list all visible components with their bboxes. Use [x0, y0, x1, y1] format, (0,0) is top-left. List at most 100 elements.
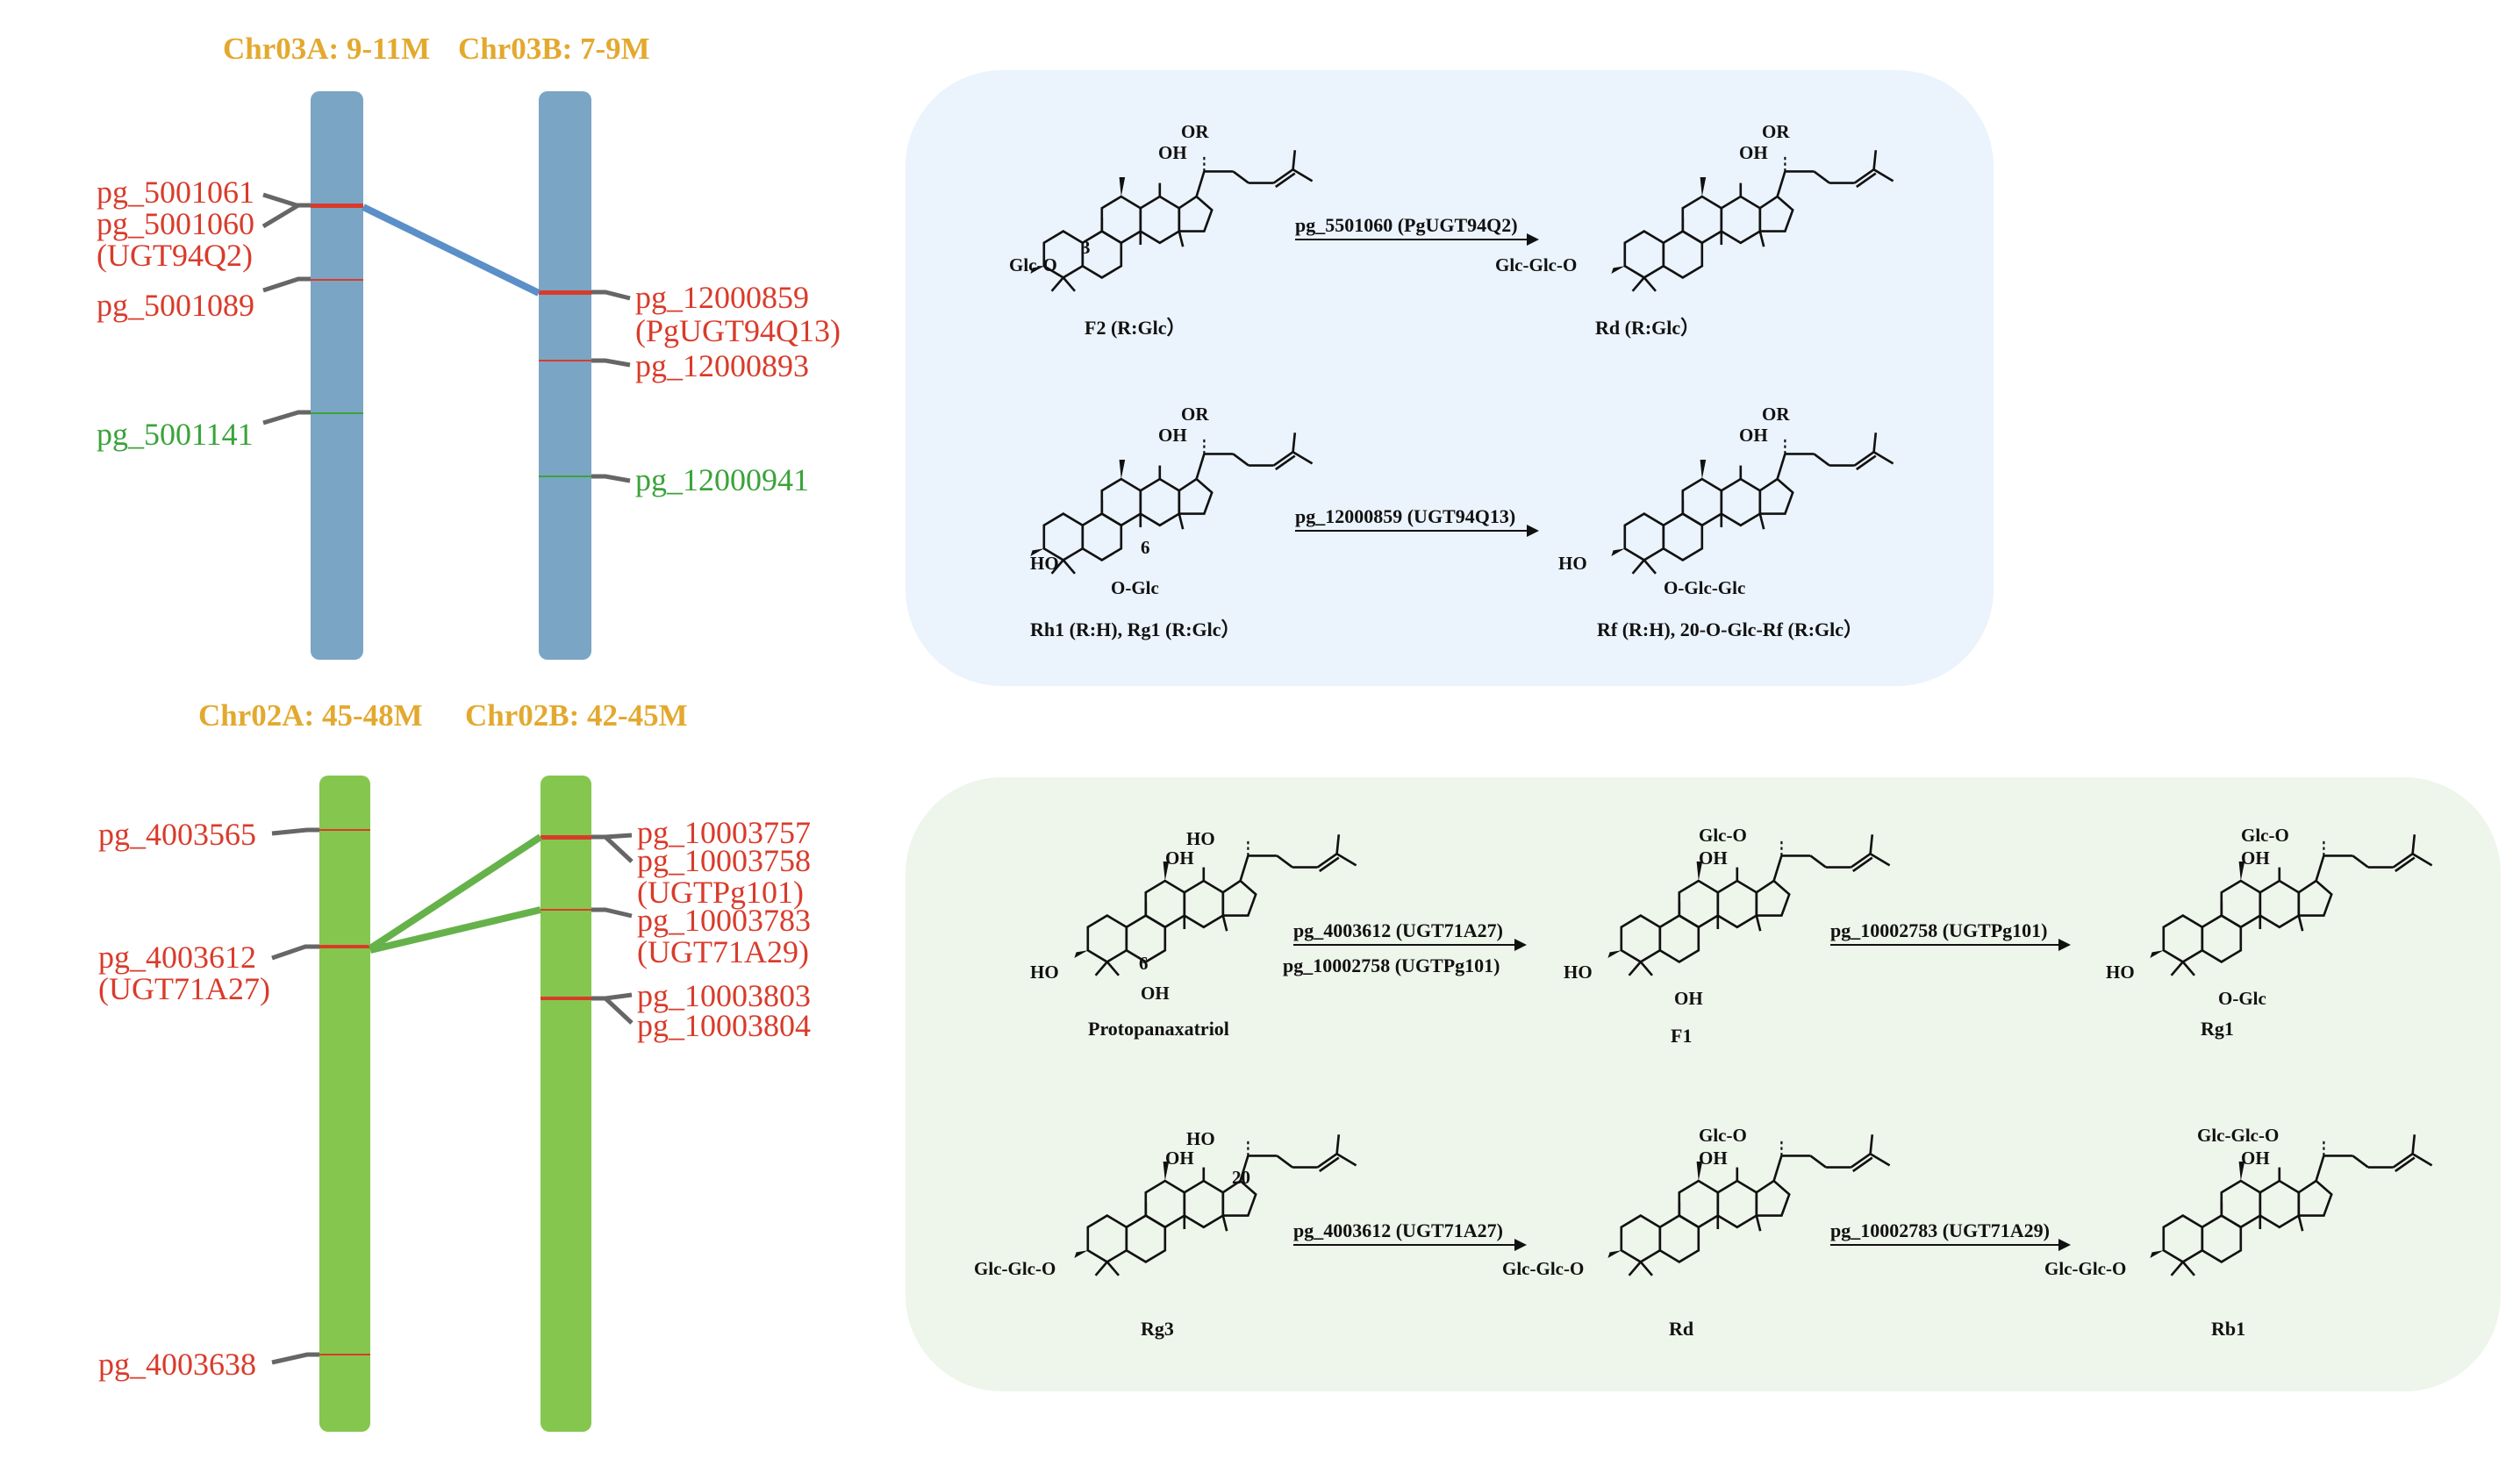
chr03a-title: Chr03A: 9-11M — [223, 32, 431, 66]
gene-label-pg10003804: pg_10003804 — [637, 1008, 811, 1043]
green-panel-bg — [906, 777, 2501, 1391]
ppt-oh-label: OH — [1165, 847, 1194, 869]
chromosome-chr02a — [319, 776, 370, 1432]
gene-label-pg4003565: pg_4003565 — [98, 817, 256, 852]
rh1-or-label: OR — [1181, 404, 1209, 425]
rg3-ho-top-label: HO — [1186, 1128, 1215, 1149]
gene-label-pg10003758: pg_10003758 — [637, 843, 811, 878]
rg1-o-glc-label: O-Glc — [2218, 988, 2266, 1009]
gene-label-pg5001061: pg_5001061 — [97, 175, 254, 210]
ppt-ho-left-label: HO — [1030, 962, 1059, 983]
rb1-oh-label: OH — [2241, 1148, 2270, 1169]
rg3-pos20-label: 20 — [1232, 1167, 1250, 1188]
ppt-oh-bottom-label: OH — [1141, 983, 1170, 1004]
blue-panel-bg — [906, 70, 1994, 686]
gene-label-pg12000893: pg_12000893 — [635, 348, 809, 383]
enzyme-label-gp2: pg_10002758 (UGTPg101) — [1283, 955, 1500, 976]
rh1-ho-label: HO — [1030, 553, 1059, 574]
rd-bottom-glc-o-label: Glc-O — [1699, 1125, 1747, 1146]
compound-label-rd-bottom: Rd — [1669, 1318, 1694, 1340]
synteny-link-green-1 — [368, 833, 543, 952]
rh1-pos6-label: 6 — [1141, 537, 1150, 558]
f1-oh-bottom-label: OH — [1674, 988, 1703, 1009]
gene-label-pg5001060: pg_5001060 — [97, 206, 254, 241]
chr02a-gene-marks — [319, 829, 370, 1355]
rd-top-glcglc-o-label: Glc-Glc-O — [1495, 254, 1578, 275]
f2-pos3-label: 3 — [1081, 237, 1091, 258]
rd-bottom-glcglc-o-label: Glc-Glc-O — [1502, 1258, 1585, 1279]
gene-label-pgugt94q13: (PgUGT94Q13) — [635, 313, 841, 348]
synteny-link-green-2 — [369, 906, 541, 954]
rg1-ho-label: HO — [2106, 962, 2135, 983]
gene-label-pg10003757: pg_10003757 — [637, 815, 811, 850]
compound-label-f2: F2 (R:Glc） — [1085, 317, 1186, 339]
rd-top-or-label: OR — [1762, 121, 1790, 142]
rg3-glcglc-o-label: Glc-Glc-O — [974, 1258, 1056, 1279]
reaction-arrow-gp5 — [1830, 1239, 2071, 1251]
enzyme-label-gp5: pg_10002783 (UGT71A29) — [1830, 1219, 2050, 1241]
enzyme-label-bp2: pg_12000859 (UGT94Q13) — [1295, 505, 1516, 527]
reaction-arrow-bp1 — [1295, 233, 1539, 246]
compound-label-f1: F1 — [1671, 1025, 1693, 1047]
chr03b-title: Chr03B: 7-9M — [458, 32, 650, 66]
gene-label-ugtpg101: (UGTPg101) — [637, 875, 804, 910]
enzyme-label-bp1: pg_5501060 (PgUGT94Q2) — [1295, 214, 1518, 236]
reaction-arrow-bp2 — [1295, 525, 1539, 537]
rg1-oh-label: OH — [2241, 847, 2270, 869]
gene-label-pg5001089: pg_5001089 — [97, 288, 254, 323]
rd-top-oh-label: OH — [1739, 142, 1768, 163]
rf-ho-label: HO — [1558, 553, 1587, 574]
rg3-oh-label: OH — [1165, 1148, 1194, 1169]
gene-label-pg12000941: pg_12000941 — [635, 462, 809, 497]
reaction-arrow-gp3 — [1830, 939, 2071, 951]
gene-label-ugt94q2: (UGT94Q2) — [97, 238, 253, 273]
ppt-ho-top-label: HO — [1186, 828, 1215, 849]
chromosome-chr03a — [311, 91, 363, 660]
chr03b-gene-marks — [539, 290, 591, 477]
ppt-pos6-label: 6 — [1139, 953, 1149, 974]
f1-glc-o-label: Glc-O — [1699, 825, 1747, 846]
gene-label-pg10003783: pg_10003783 — [637, 903, 811, 938]
gene-connectors — [261, 192, 634, 1365]
gene-label-ugt71a29: (UGT71A29) — [637, 934, 809, 969]
rf-o-glcglc-label: O-Glc-Glc — [1664, 577, 1746, 598]
reaction-arrow-gp1 — [1293, 939, 1527, 951]
chr02b-gene-marks — [541, 835, 591, 1000]
rf-oh-label: OH — [1739, 425, 1768, 446]
rg1-glc-o-label: Glc-O — [2241, 825, 2289, 846]
compound-label-rb1: Rb1 — [2211, 1318, 2246, 1340]
f2-oh-label: OH — [1158, 142, 1187, 163]
f1-oh-label: OH — [1699, 847, 1728, 869]
synteny-link-blue — [362, 204, 541, 297]
chromosome-chr02b — [541, 776, 591, 1432]
rh1-oh-label: OH — [1158, 425, 1187, 446]
rd-bottom-oh-label: OH — [1699, 1148, 1728, 1169]
compound-label-rf: Rf (R:H), 20-O-Glc-Rf (R:Glc） — [1597, 619, 1864, 640]
gene-label-pg4003612: pg_4003612 — [98, 940, 256, 975]
gene-label-ugt71a27: (UGT71A27) — [98, 971, 270, 1006]
compound-label-rh1-rg1: Rh1 (R:H), Rg1 (R:Glc） — [1030, 619, 1241, 640]
gene-label-pg4003638: pg_4003638 — [98, 1347, 256, 1382]
chr02a-title: Chr02A: 45-48M — [198, 698, 423, 733]
f2-or-label: OR — [1181, 121, 1209, 142]
gene-label-pg10003803: pg_10003803 — [637, 978, 811, 1013]
enzyme-label-gp4: pg_4003612 (UGT71A27) — [1293, 1219, 1503, 1241]
gene-label-pg12000859: pg_12000859 — [635, 280, 809, 315]
reaction-arrow-gp4 — [1293, 1239, 1527, 1251]
f1-ho-label: HO — [1564, 962, 1593, 983]
compound-label-protopanaxatriol: Protopanaxatriol — [1088, 1018, 1229, 1040]
rb1-glcglc-o-label: Glc-Glc-O — [2044, 1258, 2127, 1279]
enzyme-label-gp1: pg_4003612 (UGT71A27) — [1293, 919, 1503, 941]
chr03a-gene-marks — [311, 204, 363, 414]
enzyme-label-gp3: pg_10002758 (UGTPg101) — [1830, 919, 2048, 941]
compound-label-rg3: Rg3 — [1141, 1318, 1174, 1340]
rb1-glcglc-o-top-label: Glc-Glc-O — [2197, 1125, 2280, 1146]
f2-glc-o-label: Glc-O — [1009, 254, 1057, 275]
gene-label-pg5001141: pg_5001141 — [97, 417, 254, 452]
compound-label-rd-top: Rd (R:Glc） — [1595, 317, 1700, 339]
rh1-o-glc-label: O-Glc — [1111, 577, 1159, 598]
chromosome-chr03b — [539, 91, 591, 660]
rf-or-label: OR — [1762, 404, 1790, 425]
chr02b-title: Chr02B: 42-45M — [465, 698, 688, 733]
